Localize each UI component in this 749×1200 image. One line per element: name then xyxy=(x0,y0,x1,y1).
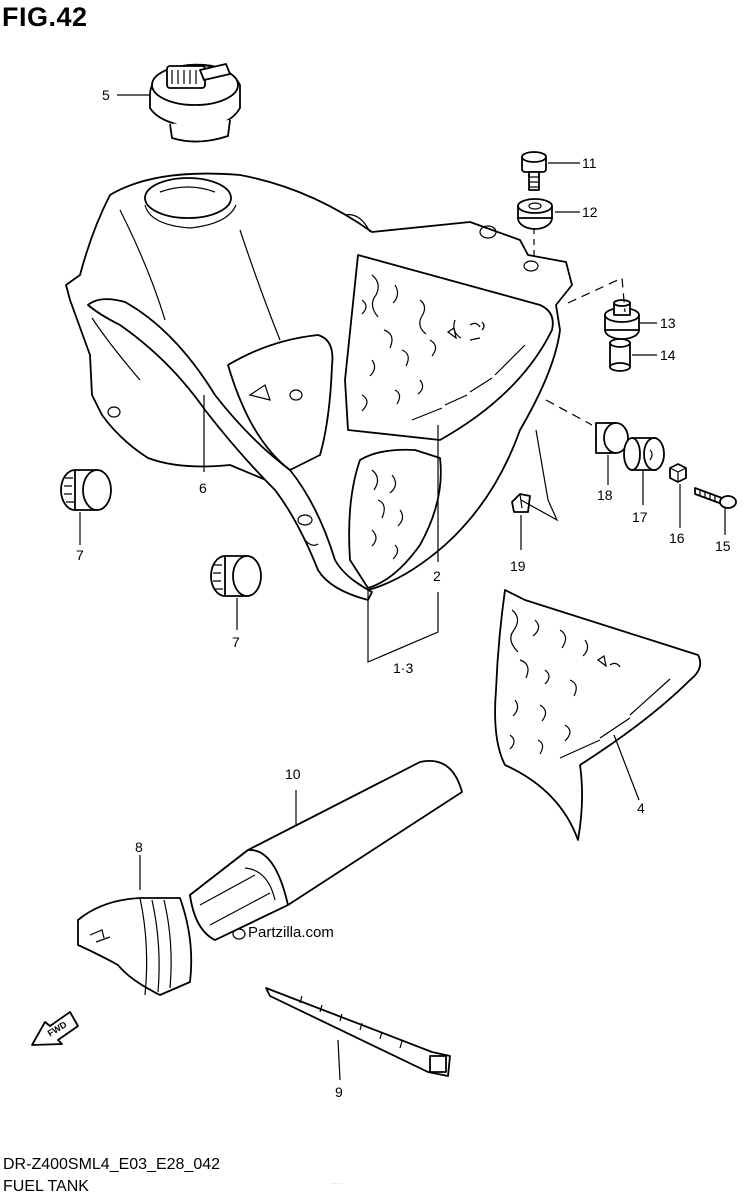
spacer-part-18 xyxy=(595,422,629,454)
cushion-part-7-upper xyxy=(60,469,112,511)
callout-11: 11 xyxy=(582,155,597,171)
protector-part-10 xyxy=(189,760,463,941)
callout-7-lower: 7 xyxy=(232,634,240,650)
callout-17: 17 xyxy=(632,509,648,525)
footer-note: ······· xyxy=(331,1181,343,1187)
forward-arrow-icon: FWD xyxy=(31,1011,79,1046)
tank-decal-part-2 xyxy=(344,254,554,441)
cover-part-8 xyxy=(77,897,193,996)
callout-19: 19 xyxy=(510,558,526,574)
cushion-part-17 xyxy=(623,437,665,471)
cable-tie-part-9 xyxy=(265,987,451,1077)
leader-lines xyxy=(79,94,726,1081)
callout-6: 6 xyxy=(199,480,207,496)
callout-5: 5 xyxy=(102,87,110,103)
watermark-text: Partzilla.com xyxy=(248,924,334,941)
decal-part-4 xyxy=(494,589,702,841)
callout-2: 2 xyxy=(433,568,441,584)
collar-part-14 xyxy=(609,338,631,372)
callout-10: 10 xyxy=(285,766,301,782)
callout-1-3: 1·3 xyxy=(393,660,413,676)
washer-part-16 xyxy=(669,463,687,483)
callout-13: 13 xyxy=(660,315,676,331)
callout-7-upper: 7 xyxy=(76,547,84,563)
callout-4: 4 xyxy=(637,800,645,816)
damper-part-13 xyxy=(604,299,640,340)
callout-8: 8 xyxy=(135,839,143,855)
callout-18: 18 xyxy=(597,487,613,503)
grommet-part-12 xyxy=(517,198,553,230)
cushion-part-7-lower xyxy=(210,555,262,597)
screw-part-15 xyxy=(694,487,737,509)
callout-numbers: 1·3 2 4 5 6 7 7 8 9 10 11 12 13 14 15 16… xyxy=(76,87,731,1100)
tank-recess xyxy=(227,334,334,471)
callout-15: 15 xyxy=(715,538,731,554)
callout-14: 14 xyxy=(660,347,676,363)
model-code: DR-Z400SML4_E03_E28_042 xyxy=(3,1156,221,1173)
tank-lower-decal xyxy=(348,448,442,589)
bolt-part-11 xyxy=(521,151,547,191)
callout-12: 12 xyxy=(582,204,598,220)
tank-side-strip xyxy=(87,298,373,601)
diagram-caption: FUEL TANK xyxy=(3,1178,89,1195)
callout-16: 16 xyxy=(669,530,685,546)
fuel-cap-part xyxy=(149,63,241,143)
callout-9: 9 xyxy=(335,1084,343,1100)
figure-label: FIG.42 xyxy=(2,2,88,32)
